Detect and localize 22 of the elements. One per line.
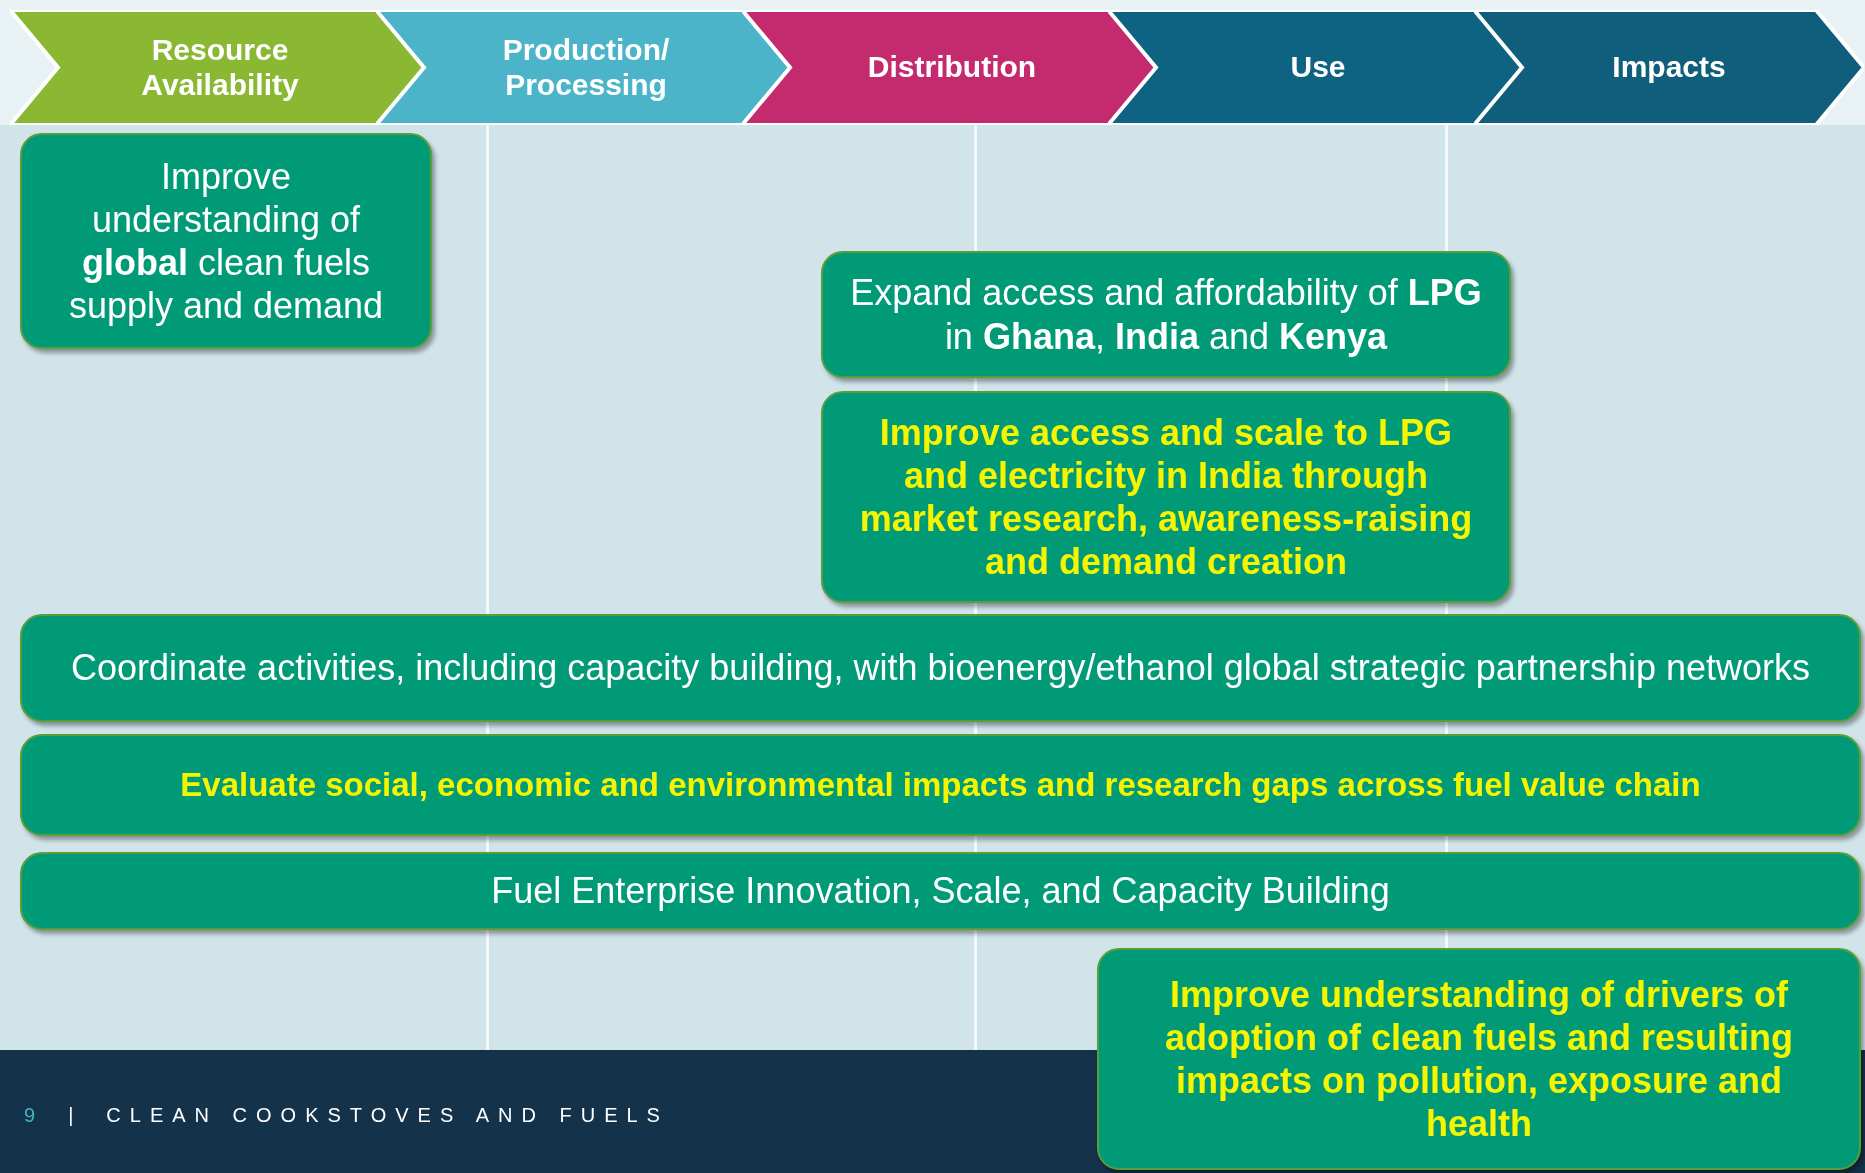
activity-box <box>20 133 432 349</box>
activity-box <box>20 852 1861 930</box>
activity-box <box>821 251 1511 378</box>
separator-text: | <box>68 1103 83 1128</box>
activity-box <box>1097 948 1861 1170</box>
activity-box <box>20 614 1861 722</box>
activity-text: Improve understanding of drivers of adoption of clean fuels and resulting impacts on pollution, exposure and health <box>1163 972 1795 1146</box>
activity-text: Improve access and scale to LPG and electricity in India through market research, awareness-raising and demand creation <box>858 410 1474 584</box>
activity-box <box>20 734 1861 836</box>
page-number: 9 <box>24 1103 45 1128</box>
activity-box <box>821 391 1511 603</box>
stage-label: Production/ Processing <box>501 33 671 102</box>
stage-label: Impacts <box>1612 50 1726 85</box>
activity-text: Expand access and affordability of LPG in Ghana, India and Kenya <box>849 271 1483 358</box>
activity-text: Evaluate social, economic and environmental impacts and research gaps across fuel value chain <box>180 765 1701 805</box>
activity-text: Coordinate activities, including capacity building, with bioenergy/ethanol global strategic partnership networks <box>71 646 1810 690</box>
activity-text: Fuel Enterprise Innovation, Scale, and Capacity Building <box>491 869 1390 913</box>
activity-text: Improve understanding of global clean fuels supply and demand <box>67 154 385 328</box>
stage-label: Distribution <box>867 50 1037 85</box>
footer-text: CLEAN COOKSTOVES AND FUELS <box>106 1103 669 1128</box>
stage-label: Use <box>1290 50 1346 85</box>
stage-label: Resource Availability <box>140 33 300 102</box>
